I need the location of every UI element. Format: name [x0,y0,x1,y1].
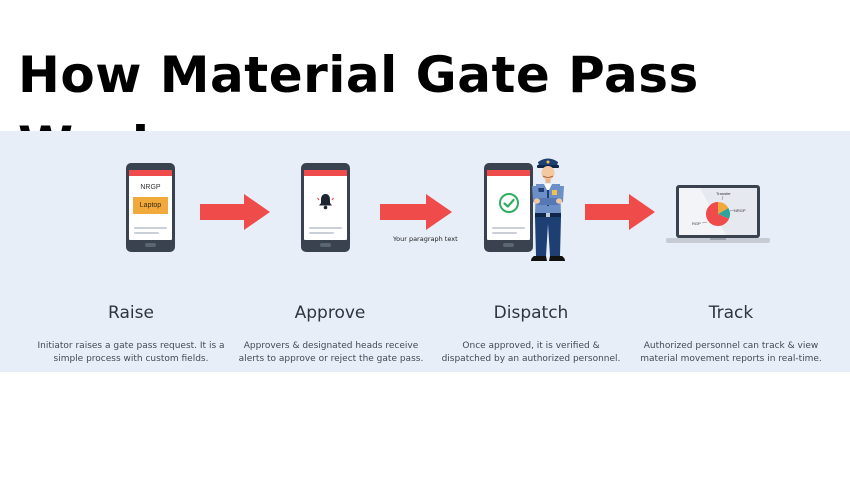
step-label-dispatch: Dispatch [493,303,569,323]
step-description-track: Authorized personnel can track & view ma… [631,340,831,366]
chart-label-nrgp: NRGP [734,208,746,213]
phone-header-bar [487,170,530,176]
description-line: Approvers & designated heads receive [243,341,419,351]
phone-screen [487,170,530,240]
phone-header-bar [304,170,347,176]
description-line: Authorized personnel can track & view [643,341,819,351]
step-description-dispatch: Once approved, it is verified & dispatch… [431,340,631,366]
phone-screen [304,170,347,240]
description-line: dispatched by an authorized personnel. [441,354,621,364]
description-line: material movement reports in real-time. [640,354,822,364]
nrgp-heading: NRGP [140,184,161,191]
step-description-raise: Initiator raises a gate pass request. It… [31,340,231,366]
dispatch-phone-illustration [484,163,533,252]
step-label-track: Track [708,303,754,323]
text-lines [492,224,525,234]
arrow-right-icon [585,194,655,230]
arrow-right-icon [200,194,270,230]
laptop-report-illustration: Transfer NRGP RGP [666,185,770,243]
pie-slice-nrgp [718,208,731,219]
security-guard-icon [531,158,565,261]
description-line: Initiator raises a gate pass request. It… [37,341,225,351]
text-lines [134,224,167,234]
chart-label-transfer: Transfer [716,191,731,196]
raise-phone-illustration: NRGP Laptop [126,163,175,252]
phone-screen: NRGP Laptop [129,170,172,240]
step-description-approve: Approvers & designated heads receive ale… [230,340,432,366]
approve-phone-illustration [301,163,350,252]
step-label-raise: Raise [108,303,154,323]
laptop-tag: Laptop [133,197,168,214]
placeholder-paragraph-text: Your paragraph text [393,235,458,243]
check-icon [499,193,519,213]
phone-header-bar [129,170,172,176]
description-line: simple process with custom fields. [53,354,209,364]
pie-slice-rgp [706,202,729,226]
home-button [503,243,514,247]
laptop-base [666,238,770,243]
description-line: alerts to approve or reject the gate pas… [238,354,424,364]
text-lines [309,224,342,234]
home-button [145,243,156,247]
description-line: Once approved, it is verified & [462,341,600,351]
pie-chart [706,202,731,226]
step-label-approve: Approve [294,303,366,323]
home-button [320,243,331,247]
chart-label-rgp: RGP [692,221,701,226]
bell-icon [317,194,334,210]
arrow-right-icon [380,194,452,230]
pie-slice-transfer [718,202,729,214]
